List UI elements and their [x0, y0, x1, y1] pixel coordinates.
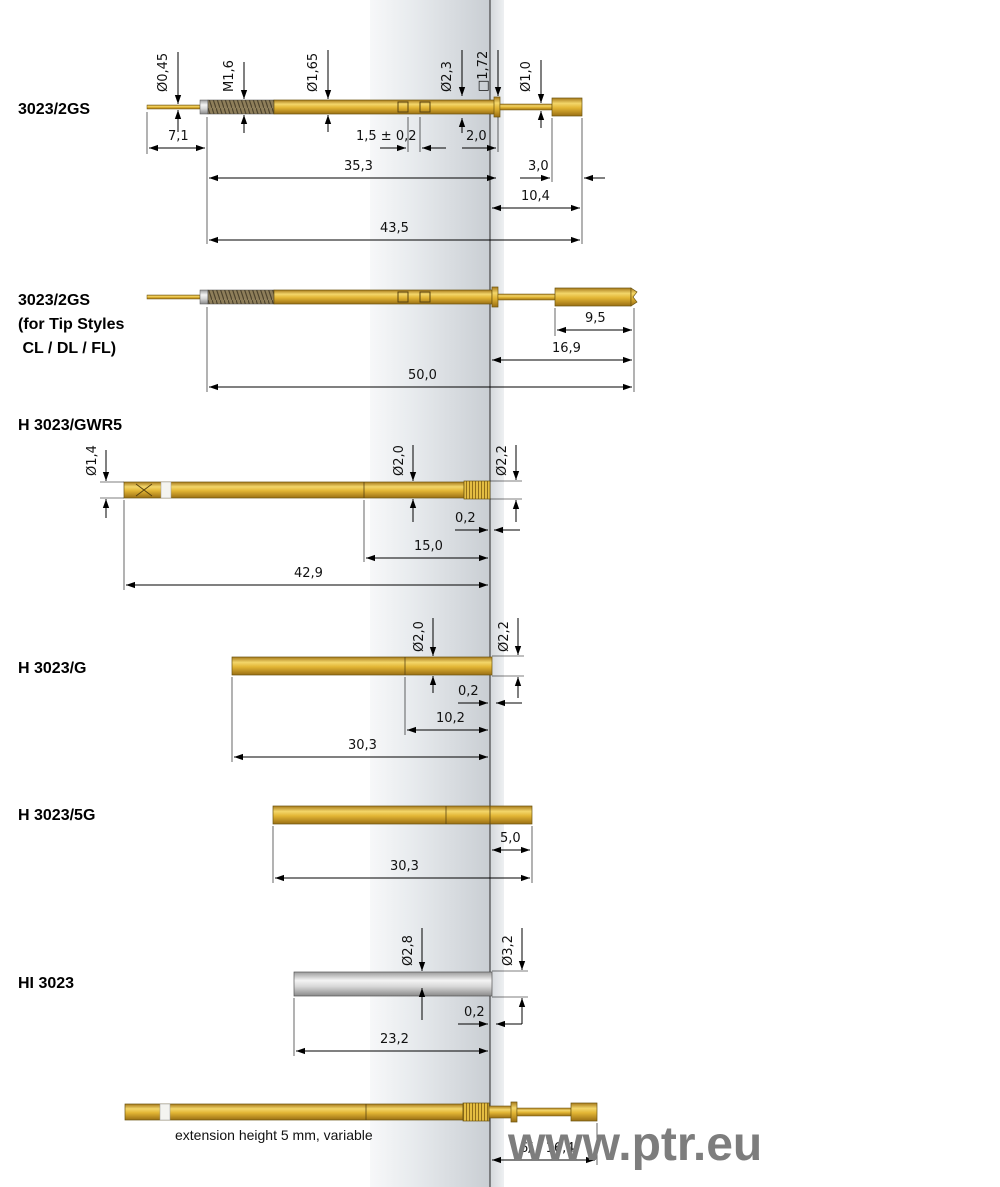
dim-d165: Ø1,65: [306, 53, 321, 92]
dim-l02: 0,2: [458, 684, 479, 699]
dim-d23: Ø2,3: [440, 61, 455, 92]
dim-d32: Ø3,2: [501, 935, 516, 966]
dim-d045: Ø0,45: [156, 53, 171, 92]
label-3023-2gs-b: 3023/2GS: [18, 292, 90, 309]
probe-crimp-slot: [419, 101, 431, 113]
probe-flange: [493, 96, 501, 118]
receptacle-h3023-g: H 3023/G Ø2,0 Ø2,2 0,2 10,2 30,3: [18, 618, 524, 762]
probe-body: [273, 289, 493, 305]
dim-l30: 3,0: [528, 159, 549, 174]
label-h3023-5g: H 3023/5G: [18, 807, 95, 824]
receptacle-body: [123, 481, 465, 499]
probe-plunger-stem: [497, 293, 556, 301]
assembly-stem: [516, 1107, 572, 1117]
dim-d22: Ø2,2: [497, 621, 512, 652]
probe-crimp-slot: [419, 291, 431, 303]
dim-d22: Ø2,2: [495, 445, 510, 476]
probe-tip-wire: [146, 104, 201, 110]
probe-3023-2gs: 3023/2GS Ø0,45 M1,6 Ø1,65 Ø2,3 □1,72 Ø1,…: [18, 50, 605, 244]
probe-head: [551, 97, 583, 117]
dim-l20: 2,0: [466, 129, 487, 144]
dim-d28: Ø2,8: [401, 935, 416, 966]
dim-l95: 9,5: [585, 311, 606, 326]
probe-assembly: extension height 5 mm, variable 6/ - 16,…: [124, 1101, 598, 1165]
dim-d14: Ø1,4: [85, 445, 100, 476]
probe-crimp-slot: [397, 101, 409, 113]
receptacle-white-band: [160, 481, 172, 499]
label-3023-2gs: 3023/2GS: [18, 101, 90, 118]
dim-d10: Ø1,0: [519, 61, 534, 92]
probe-collar: [199, 289, 209, 305]
receptacle-hi3023: HI 3023 Ø2,8 Ø3,2 0,2 23,2: [18, 928, 528, 1056]
dim-d20: Ø2,0: [392, 445, 407, 476]
assembly-caption: extension height 5 mm, variable: [175, 1127, 373, 1143]
label-tip-styles: (for Tip Styles: [18, 316, 124, 333]
dim-l50: 5,0: [500, 831, 521, 846]
probe-crown-tip: [630, 287, 638, 307]
receptacle-body-steel: [293, 971, 493, 997]
receptacle-h3023-5g: H 3023/5G 5,0 30,3: [18, 805, 533, 883]
dim-l500: 50,0: [408, 368, 437, 383]
receptacle-crimp-notch: [135, 483, 153, 497]
receptacle-body: [272, 805, 533, 825]
dim-l303: 30,3: [390, 859, 419, 874]
dim-l102: 10,2: [436, 711, 465, 726]
probe-3023-2gs-tipstyles: 3023/2GS (for Tip Styles CL / DL / FL) 9…: [18, 286, 638, 392]
watermark: www.ptr.eu: [507, 1118, 762, 1171]
assembly-knurl: [462, 1102, 490, 1122]
probe-thread: [207, 99, 275, 115]
probe-collar: [199, 99, 209, 115]
assembly-body: [124, 1103, 464, 1121]
dim-l71: 7,1: [168, 129, 189, 144]
assembly-white-band: [159, 1103, 171, 1121]
label-h3023-gwr5: H 3023/GWR5: [18, 417, 122, 434]
probe-head: [554, 287, 632, 307]
dim-l353: 35,3: [344, 159, 373, 174]
dim-m16: M1,6: [222, 60, 237, 92]
probe-tip-wire: [146, 294, 201, 300]
dim-l150: 15,0: [414, 539, 443, 554]
receptacle-knurl: [463, 480, 491, 500]
dim-l15: 1,5 ± 0,2: [356, 129, 417, 144]
receptacle-h3023-gwr5: H 3023/GWR5 Ø1,4 Ø2,0 Ø2,2 0,2 15,0 42,9: [18, 417, 522, 590]
dim-d20: Ø2,0: [412, 621, 427, 652]
dim-l02: 0,2: [455, 511, 476, 526]
dim-l232: 23,2: [380, 1032, 409, 1047]
dim-l303: 30,3: [348, 738, 377, 753]
dim-sq172: □1,72: [476, 51, 491, 92]
probe-crimp-slot: [397, 291, 409, 303]
dim-l169: 16,9: [552, 341, 581, 356]
assembly-head: [570, 1102, 598, 1122]
dim-l02: 0,2: [464, 1005, 485, 1020]
label-cl-dl-fl: CL / DL / FL): [18, 340, 116, 357]
dim-l429: 42,9: [294, 566, 323, 581]
label-h3023-g: H 3023/G: [18, 660, 86, 677]
probe-plunger-stem: [499, 103, 553, 111]
dim-l104: 10,4: [521, 189, 550, 204]
probe-thread: [207, 289, 275, 305]
label-hi3023: HI 3023: [18, 975, 74, 992]
dim-assembly-length: 6/ - 16,4: [520, 1141, 575, 1156]
dim-l435: 43,5: [380, 221, 409, 236]
receptacle-body: [231, 656, 493, 676]
probe-flange: [491, 286, 499, 308]
probe-body: [273, 99, 499, 115]
